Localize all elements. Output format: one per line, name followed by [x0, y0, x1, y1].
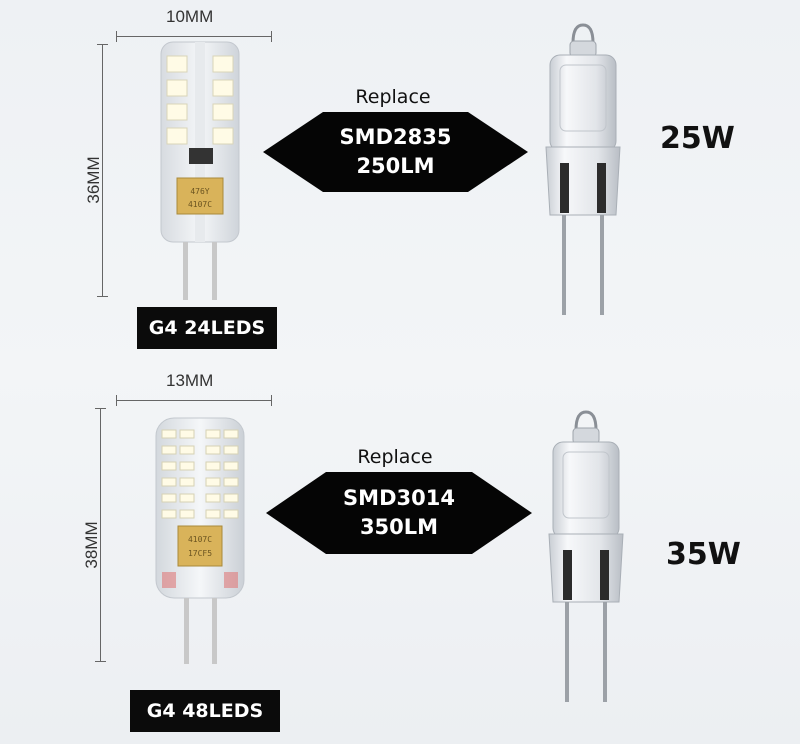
arrow-chip-text: SMD2835 250LM — [313, 123, 478, 181]
height-dimension-label: 38MM — [82, 521, 101, 569]
svg-text:4107C: 4107C — [188, 200, 212, 209]
width-dimension-label: 10MM — [166, 7, 214, 26]
height-dimension-line — [97, 44, 108, 297]
height-dimension-line — [95, 408, 106, 662]
double-arrow-shape — [266, 472, 532, 554]
lumen-output: 250LM — [356, 154, 435, 178]
replace-label: Replace — [357, 446, 433, 468]
halogen-bulb-25w-image — [545, 23, 621, 315]
model-label: G4 48LEDS — [130, 690, 280, 732]
capacitor-text: 476Y — [190, 187, 209, 196]
width-dimension-line — [116, 31, 272, 42]
lumen-output: 350LM — [359, 515, 439, 539]
product-comparison-24leds: 10MM 36MM 476Y 4107C G4 24LEDS Replace S… — [84, 7, 735, 349]
halogen-bulb-35w-image — [548, 410, 624, 702]
height-dimension-label: 36MM — [84, 156, 103, 204]
svg-text:17CF5: 17CF5 — [188, 549, 212, 558]
chip-type: SMD2835 — [339, 125, 452, 149]
wattage-label: 35W — [666, 537, 741, 572]
width-dimension-line — [116, 395, 272, 406]
double-arrow-shape — [263, 112, 528, 192]
product-comparison-48leds: 13MM 38MM 4107C 17CF5 G4 48LEDS Replace — [0, 371, 800, 744]
led-bulb-24-image: 476Y 4107C — [160, 41, 240, 300]
capacitor-text: 4107C — [188, 535, 212, 544]
chip-type: SMD3014 — [343, 486, 455, 510]
replace-label: Replace — [355, 86, 431, 108]
wattage-label: 25W — [660, 121, 735, 156]
model-label: G4 24LEDS — [137, 307, 277, 349]
arrow-chip-text: SMD3014 350LM — [316, 484, 482, 542]
led-bulb-48-image: 4107C 17CF5 — [155, 417, 245, 664]
width-dimension-label: 13MM — [166, 371, 214, 390]
